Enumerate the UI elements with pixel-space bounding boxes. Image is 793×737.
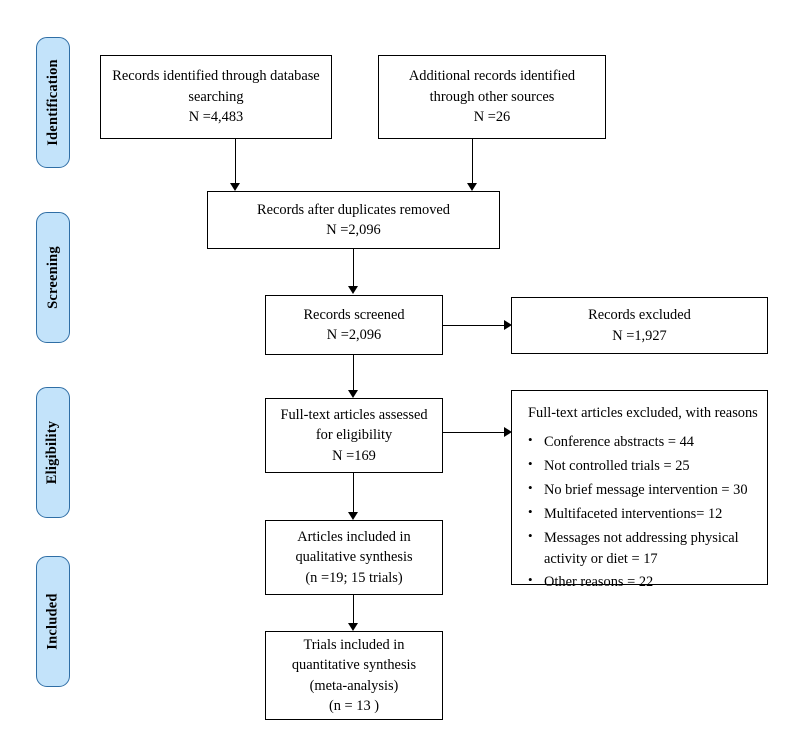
box-line: (n = 13 ) — [328, 697, 380, 714]
arrowhead-other-sources-to-duplicates — [467, 183, 477, 191]
box-line: N =169 — [332, 447, 376, 464]
box-line: Records identified through database — [112, 68, 320, 85]
list-item: Other reasons = 22 — [524, 571, 757, 593]
stage-label-eligibility-text: Eligibility — [44, 420, 61, 485]
box-fulltext-articles-excluded-with-reasons: Full-text articles excluded, with reason… — [511, 390, 768, 590]
box-line: N =1,927 — [612, 327, 667, 344]
stage-label-screening: Screening — [36, 212, 70, 343]
stage-label-screening-text: Screening — [44, 246, 61, 309]
box-fulltext-articles-assessed: Full-text articles assessed for eligibil… — [265, 398, 443, 473]
box-line: N =4,483 — [188, 109, 244, 126]
box-records-excluded: Records excluded N =1,927 — [511, 297, 768, 354]
arrowhead-database-to-duplicates — [230, 183, 240, 191]
list-item: Not controlled trials = 25 — [524, 455, 757, 477]
connector-database-to-duplicates — [235, 139, 236, 185]
box-line: searching — [188, 88, 244, 105]
box-line: Additional records identified — [408, 68, 576, 85]
excluded-reasons-title: Full-text articles excluded, with reason… — [528, 405, 758, 421]
box-records-screened: Records screened N =2,096 — [265, 295, 443, 355]
box-line: Records excluded — [588, 307, 691, 324]
stage-label-included: Included — [36, 556, 70, 687]
box-records-identified-database: Records identified through database sear… — [100, 55, 332, 139]
connector-fulltext-to-qualitative — [353, 473, 354, 513]
box-line: N =26 — [473, 109, 511, 126]
box-line: Records screened — [303, 306, 405, 323]
connector-screened-to-fulltext — [353, 355, 354, 391]
connector-fulltext-to-excluded-reasons — [443, 432, 507, 433]
box-line: (n =19; 15 trials) — [305, 569, 403, 586]
list-item: Multifaceted interventions= 12 — [524, 503, 757, 525]
connector-duplicates-to-screened — [353, 249, 354, 287]
connector-qualitative-to-quantitative — [353, 595, 354, 624]
list-item: Messages not addressing physical activit… — [524, 527, 757, 570]
arrowhead-fulltext-to-excluded-reasons — [504, 427, 512, 437]
box-line: through other sources — [429, 88, 555, 105]
connector-screened-to-excluded — [443, 325, 507, 326]
box-additional-records-other-sources: Additional records identified through ot… — [378, 55, 606, 139]
box-trials-included-quantitative-synthesis: Trials included in quantitative synthesi… — [265, 631, 443, 720]
arrowhead-screened-to-excluded — [504, 320, 512, 330]
box-articles-included-qualitative-synthesis: Articles included in qualitative synthes… — [265, 520, 443, 595]
box-line: (meta-analysis) — [309, 677, 399, 694]
box-line: Records after duplicates removed — [257, 201, 450, 218]
box-records-after-duplicates-removed: Records after duplicates removed N =2,09… — [207, 191, 500, 249]
box-line: Full-text articles assessed — [280, 406, 428, 423]
excluded-reasons-list: Conference abstracts = 44 Not controlled… — [524, 431, 757, 596]
stage-label-included-text: Included — [44, 593, 61, 650]
list-item: Conference abstracts = 44 — [524, 431, 757, 453]
arrowhead-screened-to-fulltext — [348, 390, 358, 398]
arrowhead-fulltext-to-qualitative — [348, 512, 358, 520]
connector-other-sources-to-duplicates — [472, 139, 473, 185]
stage-label-identification: Identification — [36, 37, 70, 168]
list-item: No brief message intervention = 30 — [524, 479, 757, 501]
box-line: Articles included in — [297, 528, 411, 545]
box-line: Trials included in — [303, 636, 405, 653]
box-line: N =2,096 — [326, 222, 381, 238]
box-line: for eligibility — [315, 427, 393, 444]
arrowhead-qualitative-to-quantitative — [348, 623, 358, 631]
stage-label-identification-text: Identification — [44, 59, 61, 146]
box-line: N =2,096 — [326, 327, 382, 343]
arrowhead-duplicates-to-screened — [348, 286, 358, 294]
stage-label-eligibility: Eligibility — [36, 387, 70, 518]
box-line: qualitative synthesis — [295, 549, 413, 566]
box-line: quantitative synthesis — [291, 657, 417, 674]
